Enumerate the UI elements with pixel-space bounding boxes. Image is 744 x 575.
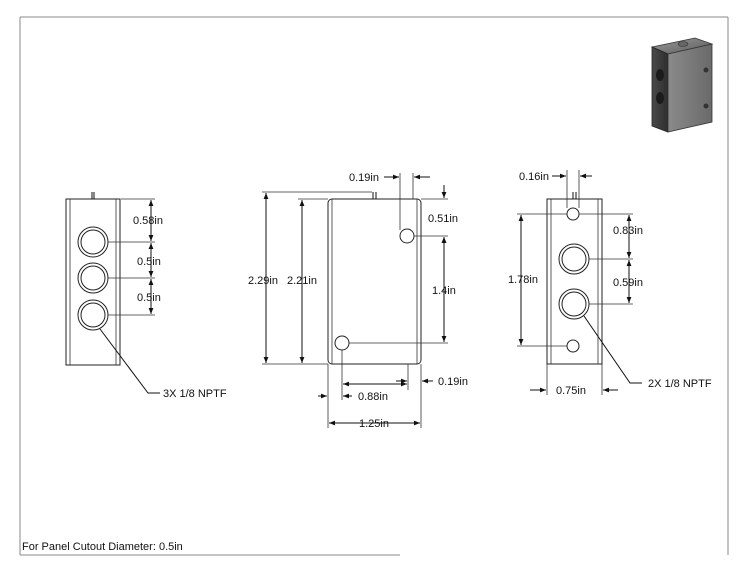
dim-right-height: 1.78in <box>508 274 538 286</box>
front-view <box>262 173 448 428</box>
mounting-hole <box>566 207 580 221</box>
dim-front-hole-spacing: 1.4in <box>432 285 456 297</box>
dim-front-bottom-hole-x: 0.88in <box>358 391 388 403</box>
port-hole <box>558 288 590 320</box>
isometric-manifold-block-icon <box>650 37 714 133</box>
right-side-view <box>517 170 642 395</box>
dim-right-width: 0.75in <box>556 385 586 397</box>
dim-front-overall-height: 2.29in <box>248 275 278 287</box>
dim-left-1: 0.5in <box>137 256 161 268</box>
dim-front-top-drop: 0.51in <box>428 213 458 225</box>
dim-right-spacing-a: 0.83in <box>613 225 643 237</box>
mounting-hole <box>399 228 415 244</box>
port-hole <box>77 299 109 331</box>
dim-front-width: 1.25in <box>359 418 389 430</box>
dim-right-spacing-b: 0.59in <box>613 277 643 289</box>
panel-cutout-note: For Panel Cutout Diameter: 0.5in <box>22 541 183 553</box>
mounting-hole <box>566 339 580 353</box>
sheet-border <box>19 16 729 556</box>
port-hole <box>77 262 109 294</box>
dim-front-body-height: 2.21in <box>287 275 317 287</box>
dim-left-0: 0.58in <box>133 215 163 227</box>
mounting-hole <box>334 335 350 351</box>
dim-right-top-offset: 0.16in <box>519 171 549 183</box>
left-side-view <box>65 192 160 394</box>
dim-left-2: 0.5in <box>137 292 161 304</box>
port-hole <box>77 226 109 258</box>
dim-front-side-offset: 0.19in <box>438 376 468 388</box>
dim-front-top-offset: 0.19in <box>349 172 379 184</box>
port-hole <box>558 243 590 275</box>
callout-right: 2X 1/8 NPTF <box>648 378 712 390</box>
callout-left: 3X 1/8 NPTF <box>163 388 227 400</box>
